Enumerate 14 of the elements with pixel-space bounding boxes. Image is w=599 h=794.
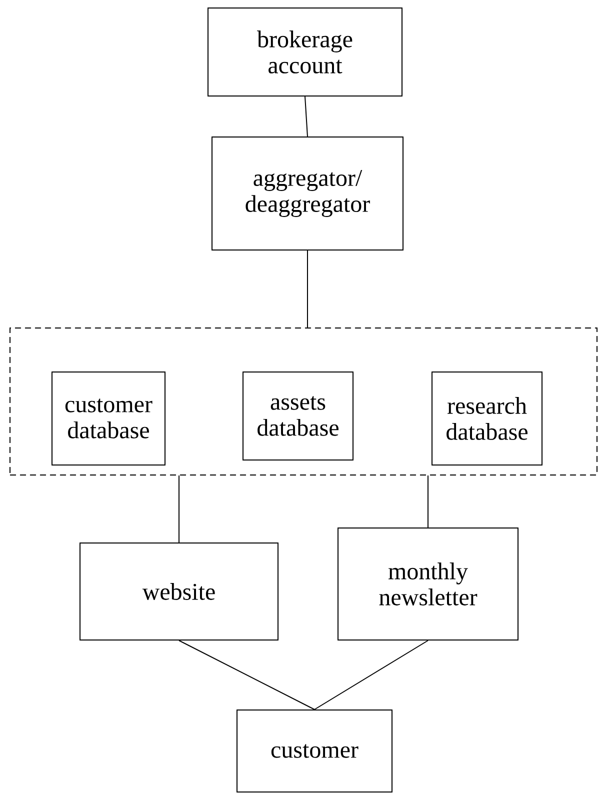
connector-line	[178, 475, 180, 543]
process-box: assets database	[242, 372, 354, 460]
process-box: brokerage account	[208, 7, 402, 96]
process-box: customer	[236, 710, 392, 792]
connector-line	[304, 96, 308, 137]
group-box	[10, 328, 598, 476]
connector-line	[314, 640, 428, 710]
process-box: research database	[432, 372, 542, 466]
process-box: customer database	[52, 372, 166, 466]
process-box: website	[80, 542, 278, 640]
process-box: aggregator/ deaggregator	[212, 136, 404, 250]
process-box: monthly newsletter	[338, 528, 518, 640]
connector-line	[178, 640, 315, 710]
connector-line	[307, 250, 308, 328]
